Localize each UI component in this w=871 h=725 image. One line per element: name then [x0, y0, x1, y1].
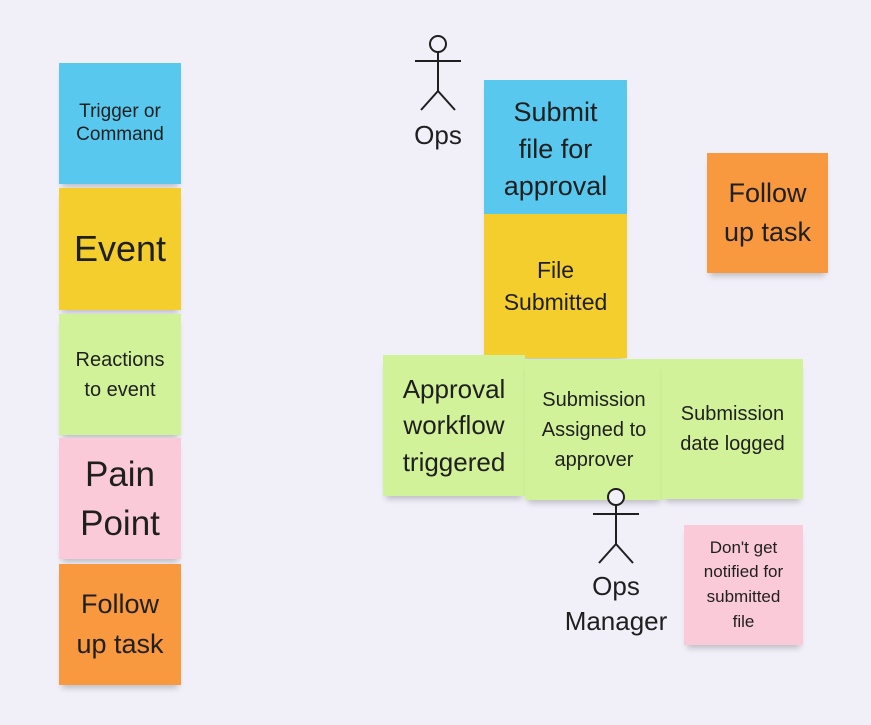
follow-up-task-note[interactable]: Follow up task [707, 153, 828, 273]
legend-reaction-note[interactable]: Reactions to event [59, 314, 181, 435]
pain-not-notified-note[interactable]: Don't get notified for submitted file [684, 525, 803, 645]
ops-manager-actor[interactable]: Ops Manager [554, 487, 678, 639]
legend-trigger-note[interactable]: Trigger or Command [59, 63, 181, 184]
legend-follow-up-note[interactable]: Follow up task [59, 564, 181, 685]
approval-workflow-note[interactable]: Approval workflow triggered [383, 355, 525, 496]
stick-figure-icon [415, 35, 461, 111]
ops-manager-actor-label: Ops Manager [564, 571, 668, 637]
file-submitted-note[interactable]: File Submitted [484, 214, 627, 358]
legend-pain-point-note[interactable]: Pain Point [59, 438, 181, 559]
submit-file-note[interactable]: Submit file for approval [484, 80, 627, 219]
submission-logged-note[interactable]: Submission date logged [662, 359, 803, 499]
legend-event-note[interactable]: Event [59, 188, 181, 310]
stick-figure-icon [593, 488, 639, 564]
ops-actor-label: Ops [414, 120, 462, 150]
ops-actor[interactable]: Ops [405, 34, 471, 153]
submission-assigned-note[interactable]: Submission Assigned to approver [525, 359, 663, 500]
